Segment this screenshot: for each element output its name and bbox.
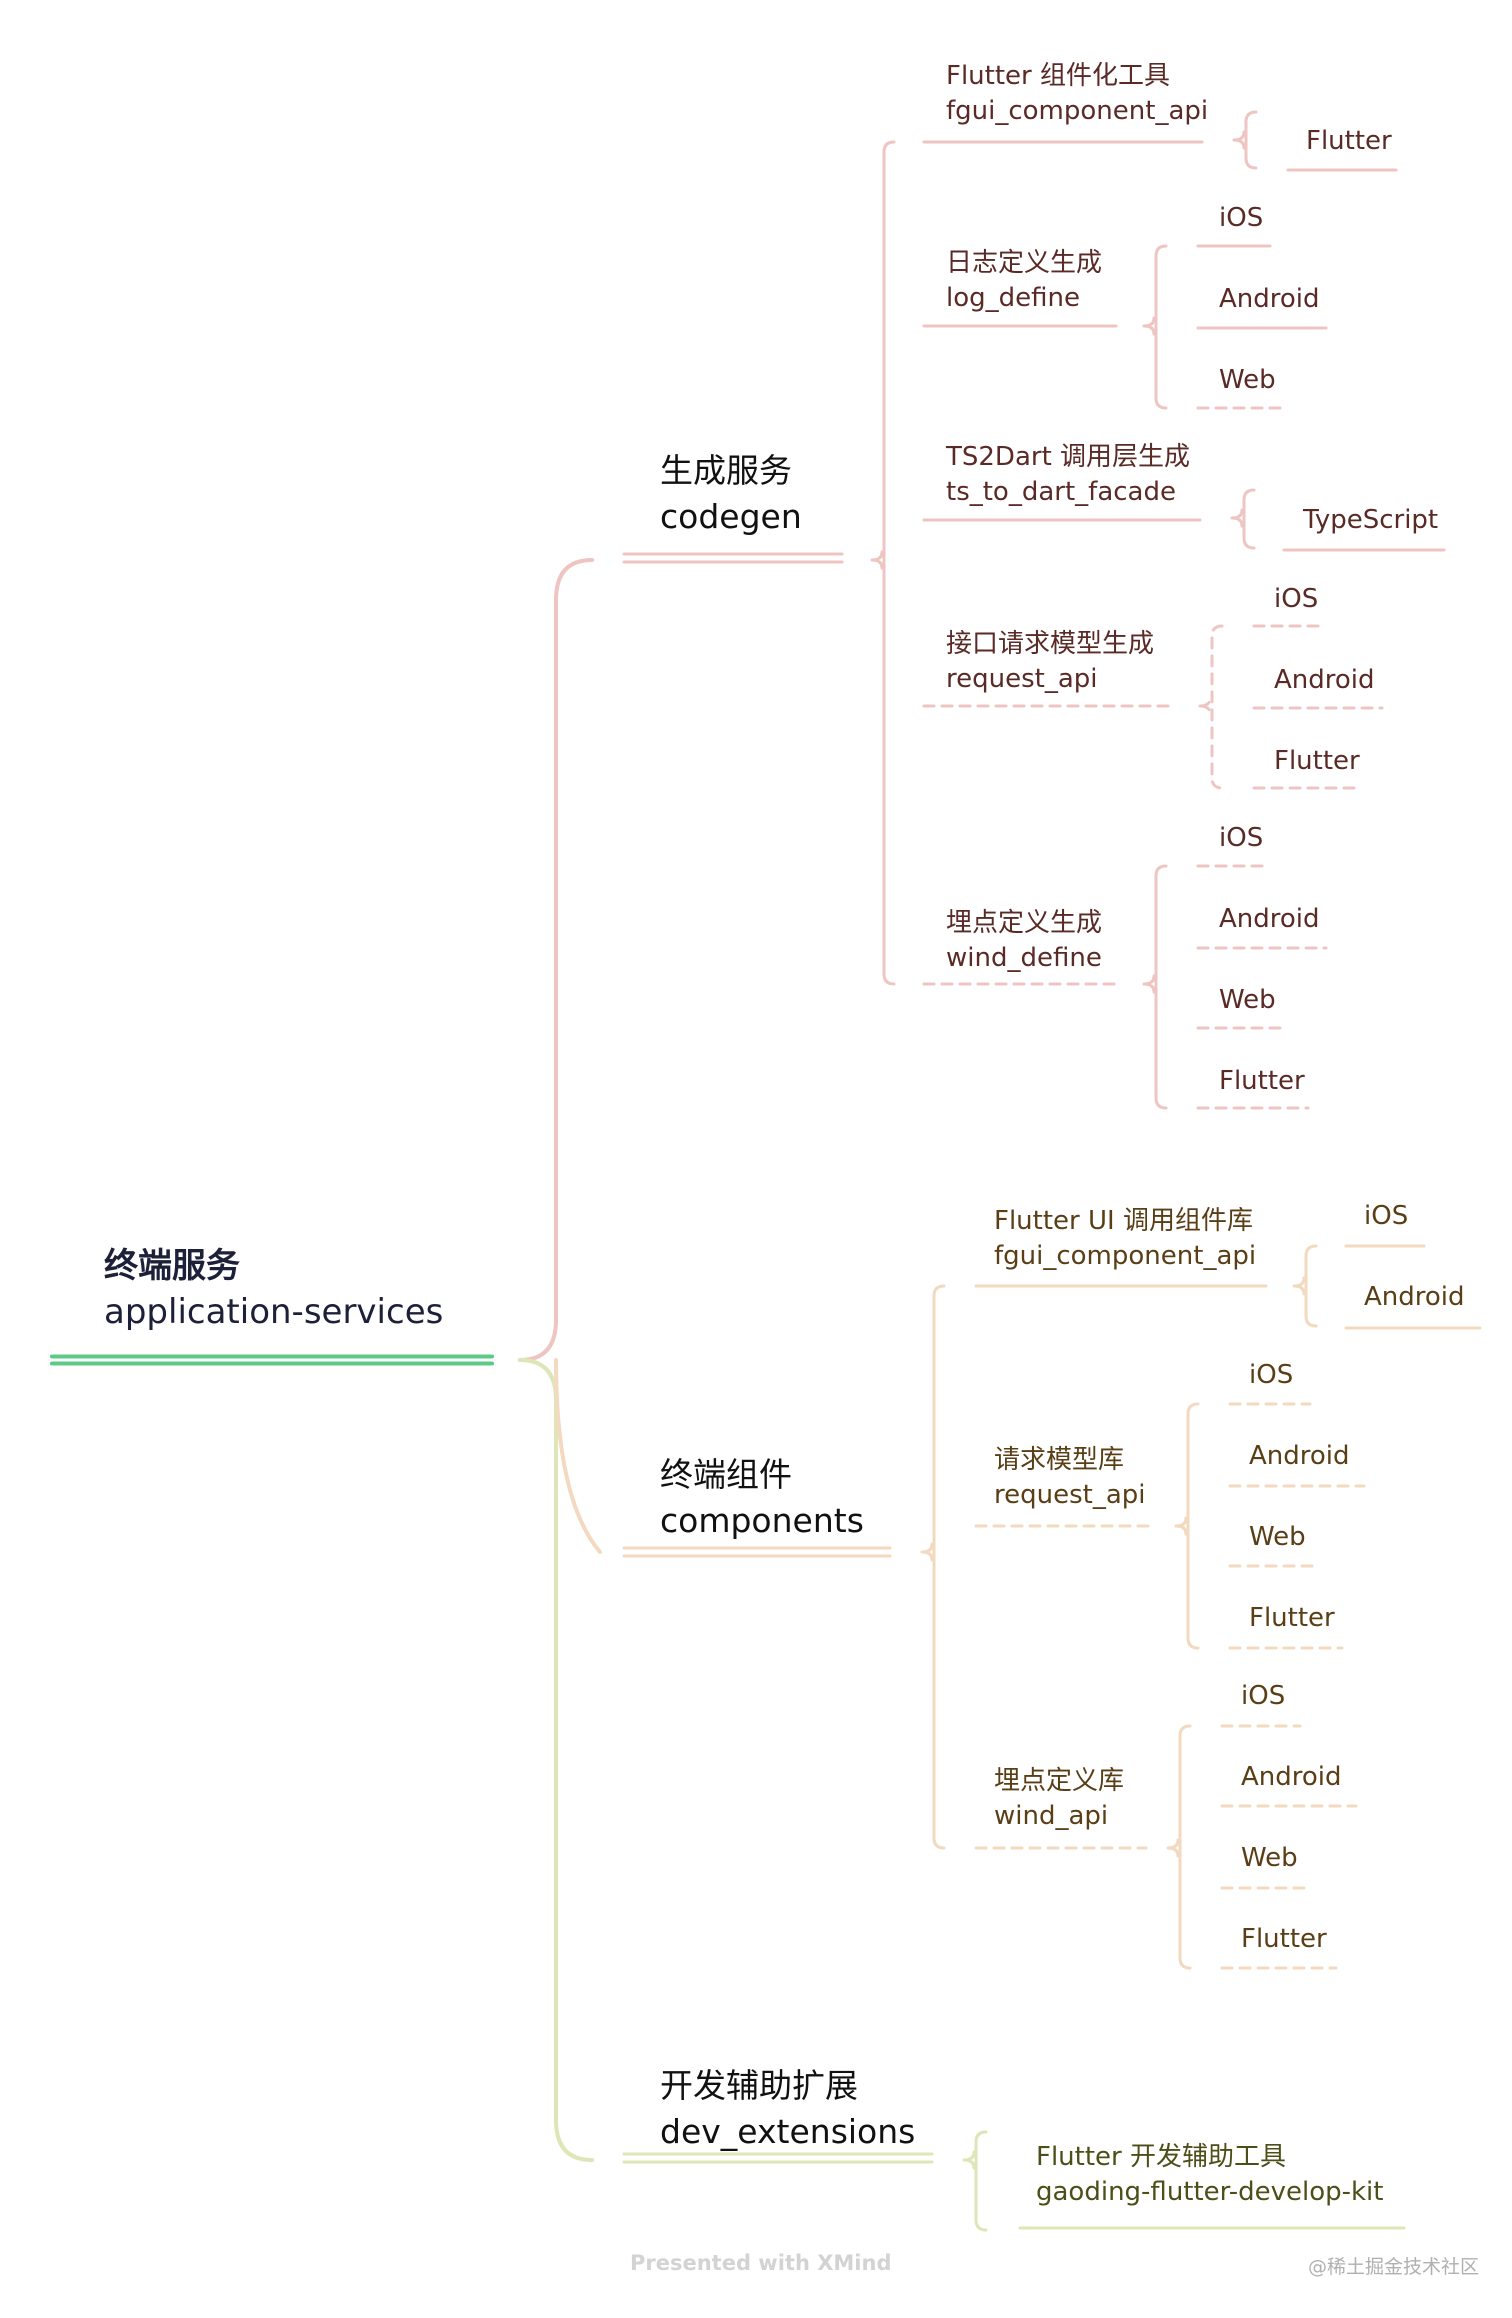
subtopic-title: Flutter UI 调用组件库: [994, 1206, 1253, 1236]
fgui-component-tool-node[interactable]: Flutter 组件化工具 fgui_component_api: [946, 59, 1208, 129]
subtopic-title: 接口请求模型生成: [946, 629, 1155, 659]
components-title: 终端组件: [660, 1455, 792, 1494]
leaf-flutter[interactable]: Flutter: [1219, 1066, 1305, 1096]
leaf-ios[interactable]: iOS: [1274, 584, 1319, 614]
fgui-component-lib-node[interactable]: Flutter UI 调用组件库 fgui_component_api: [994, 1204, 1256, 1274]
presented-with-xmind: Presented with XMind: [630, 2251, 892, 2275]
leaf-bracket-join: [962, 2150, 976, 2170]
leaf-bracket: [1154, 244, 1168, 410]
subtopic-subtitle: request_api: [994, 1480, 1146, 1510]
trunk-components: [554, 1358, 602, 1554]
leaf-typescript[interactable]: TypeScript: [1303, 505, 1439, 535]
leaf-android[interactable]: Android: [1241, 1762, 1342, 1792]
trunk-dev: [518, 1358, 594, 2162]
leaf-bracket: [1304, 1244, 1318, 1328]
codegen-spine: [882, 140, 896, 986]
leaf-android[interactable]: Android: [1219, 284, 1320, 314]
leaf-bracket: [1210, 624, 1224, 790]
leaf-bracket-join: [1174, 1516, 1188, 1536]
dev-extensions-title: 开发辅助扩展: [660, 2066, 858, 2105]
leaf-ios[interactable]: iOS: [1241, 1681, 1286, 1711]
subtopic-subtitle: log_define: [946, 283, 1080, 313]
leaf-bracket: [1178, 1724, 1192, 1970]
leaf-bracket-join: [1232, 130, 1246, 150]
leaf-flutter[interactable]: Flutter: [1249, 1603, 1335, 1633]
codegen-spine-join: [870, 550, 884, 570]
root-subtitle: application-services: [104, 1292, 444, 1332]
subtopic-title: 请求模型库: [994, 1445, 1125, 1475]
request-model-lib-node[interactable]: 请求模型库 request_api: [994, 1443, 1146, 1513]
codegen-title: 生成服务: [660, 451, 792, 490]
root-title: 终端服务: [104, 1246, 240, 1286]
subtopic-subtitle: gaoding-flutter-develop-kit: [1036, 2177, 1384, 2207]
leaf-android[interactable]: Android: [1364, 1282, 1465, 1312]
subtopic-title: 埋点定义库: [994, 1766, 1125, 1796]
leaf-android[interactable]: Android: [1219, 904, 1320, 934]
leaf-android[interactable]: Android: [1249, 1441, 1350, 1471]
leaf-bracket: [1186, 1402, 1200, 1650]
watermark: @稀土掘金技术社区: [1308, 2256, 1480, 2278]
leaf-web[interactable]: Web: [1219, 365, 1276, 395]
leaf-flutter[interactable]: Flutter: [1306, 126, 1392, 156]
leaf-ios[interactable]: iOS: [1219, 203, 1264, 233]
leaf-bracket-join: [1230, 508, 1244, 528]
components-subtitle: components: [660, 1501, 864, 1540]
subtopic-title: Flutter 开发辅助工具: [1036, 2142, 1286, 2172]
leaf-web[interactable]: Web: [1249, 1522, 1306, 1552]
leaf-ios[interactable]: iOS: [1364, 1201, 1409, 1231]
subtopic-title: Flutter 组件化工具: [946, 61, 1170, 91]
components-spine: [932, 1284, 946, 1850]
subtopic-subtitle: fgui_component_api: [994, 1241, 1257, 1271]
leaf-bracket-join: [1198, 696, 1212, 716]
subtopic-subtitle: wind_define: [946, 943, 1102, 973]
subtopic-subtitle: ts_to_dart_facade: [946, 477, 1176, 507]
flutter-develop-kit-node[interactable]: Flutter 开发辅助工具 gaoding-flutter-develop-k…: [1036, 2140, 1383, 2210]
components-node[interactable]: 终端组件 components: [660, 1452, 864, 1544]
dev-extensions-node[interactable]: 开发辅助扩展 dev_extensions: [660, 2063, 915, 2155]
leaf-bracket-join: [1142, 316, 1156, 336]
leaf-flutter[interactable]: Flutter: [1274, 746, 1360, 776]
request-api-gen-node[interactable]: 接口请求模型生成 request_api: [946, 627, 1154, 697]
dev-extensions-subtitle: dev_extensions: [660, 2112, 916, 2151]
leaf-bracket: [1154, 864, 1168, 1110]
trunk-codegen: [518, 558, 594, 1362]
wind-define-node[interactable]: 埋点定义生成 wind_define: [946, 906, 1102, 976]
leaf-web[interactable]: Web: [1241, 1843, 1298, 1873]
codegen-subtitle: codegen: [660, 497, 802, 536]
leaf-ios[interactable]: iOS: [1219, 823, 1264, 853]
log-define-node[interactable]: 日志定义生成 log_define: [946, 246, 1102, 316]
leaf-android[interactable]: Android: [1274, 665, 1375, 695]
subtopic-title: TS2Dart 调用层生成: [946, 442, 1191, 472]
leaf-bracket: [1242, 488, 1256, 550]
subtopic-title: 日志定义生成: [946, 248, 1103, 278]
subtopic-subtitle: wind_api: [994, 1801, 1109, 1831]
leaf-bracket-join: [1292, 1276, 1306, 1296]
wind-api-lib-node[interactable]: 埋点定义库 wind_api: [994, 1764, 1124, 1834]
leaf-flutter[interactable]: Flutter: [1241, 1924, 1327, 1954]
leaf-web[interactable]: Web: [1219, 985, 1276, 1015]
subtopic-subtitle: request_api: [946, 664, 1098, 694]
subtopic-title: 埋点定义生成: [946, 908, 1103, 938]
leaf-bracket-join: [1166, 1838, 1180, 1858]
leaf-bracket: [1244, 110, 1258, 170]
leaf-bracket: [974, 2130, 988, 2232]
codegen-node[interactable]: 生成服务 codegen: [660, 448, 802, 540]
ts-to-dart-node[interactable]: TS2Dart 调用层生成 ts_to_dart_facade: [946, 440, 1190, 510]
leaf-bracket-join: [1142, 974, 1156, 994]
leaf-ios[interactable]: iOS: [1249, 1360, 1294, 1390]
components-spine-join: [920, 1542, 934, 1562]
root-node[interactable]: 终端服务 application-services: [104, 1243, 443, 1335]
subtopic-subtitle: fgui_component_api: [946, 96, 1209, 126]
